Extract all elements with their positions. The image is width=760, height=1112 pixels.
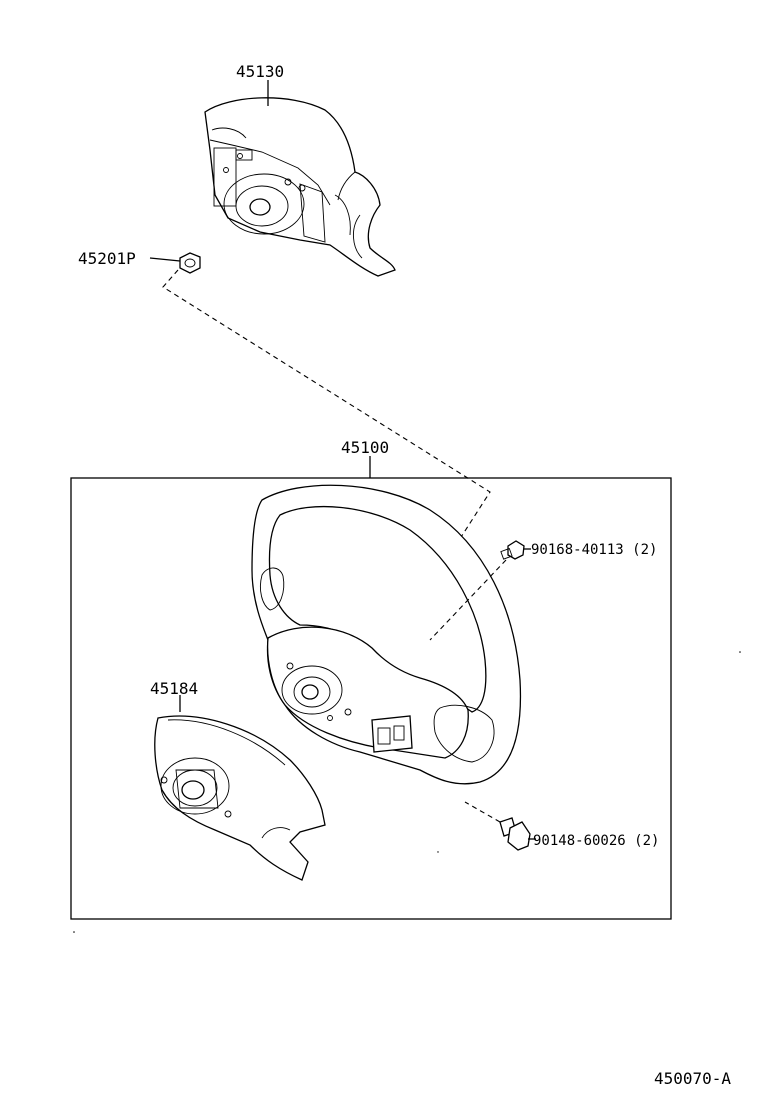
screw-a-part-number: 90168-40113 (2) bbox=[531, 542, 657, 558]
screw-b-dashed-leader bbox=[464, 801, 501, 823]
screw-a-illustration bbox=[500, 540, 525, 560]
screw-b-part-number: 90148-60026 (2) bbox=[533, 833, 659, 849]
cover-illustration bbox=[154, 715, 326, 881]
steering-wheel-illustration bbox=[251, 484, 522, 785]
speck bbox=[739, 651, 741, 653]
airbag-pad-illustration bbox=[204, 97, 396, 277]
nut-illustration bbox=[179, 252, 201, 274]
nut-part-number: 45201P bbox=[78, 249, 136, 268]
cover-part-number: 45184 bbox=[150, 679, 198, 698]
nut-leader bbox=[149, 257, 181, 262]
screw-b-illustration bbox=[499, 817, 531, 851]
screw-a-dashed-leader bbox=[429, 559, 507, 641]
assembly-frame bbox=[70, 477, 672, 920]
speck bbox=[437, 851, 439, 853]
speck bbox=[73, 931, 75, 933]
diagram-code: 450070-A bbox=[654, 1069, 731, 1088]
airbag-pad-part-number: 45130 bbox=[236, 62, 284, 81]
steering-wheel-part-number: 45100 bbox=[341, 438, 389, 457]
